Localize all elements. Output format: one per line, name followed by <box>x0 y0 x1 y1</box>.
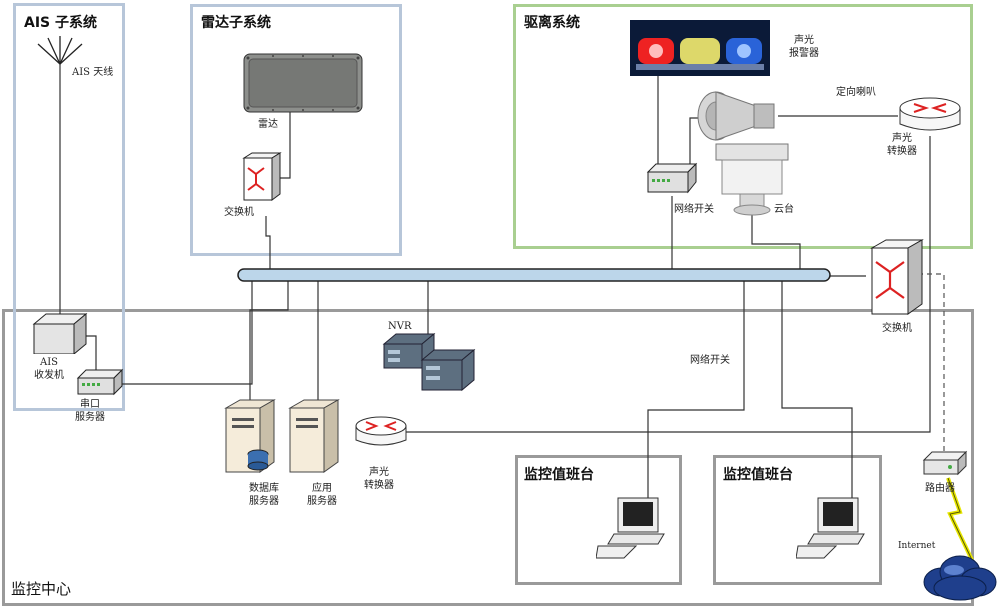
console-1-title: 监控值班台 <box>524 467 594 483</box>
db-server-icon <box>224 399 276 473</box>
internet-cloud-icon <box>923 555 997 601</box>
db-server-label: 数据库 服务器 <box>249 483 279 507</box>
radar-subsystem-title: 雷达子系统 <box>201 15 271 31</box>
workstation-1-icon <box>596 497 665 559</box>
ais-antenna-label: AIS 天线 <box>72 67 114 78</box>
av-converter-top-label: 声光 转换器 <box>887 133 917 157</box>
net-switch-top-label: 网络开关 <box>674 204 714 215</box>
serial-server-label: 串口 服务器 <box>75 399 105 423</box>
directional-horn-label: 定向喇叭 <box>836 87 876 98</box>
radar-switch-label: 交换机 <box>224 207 254 218</box>
main-switch-label: 交换机 <box>882 323 912 334</box>
monitor-center-title: 监控中心 <box>11 580 72 598</box>
main-switch-icon <box>870 239 924 315</box>
ais-subsystem-title: AIS 子系统 <box>24 15 98 31</box>
app-server-icon <box>288 399 340 473</box>
dispersal-system-title: 驱离系统 <box>524 15 580 31</box>
ptz-label: 云台 <box>774 204 794 215</box>
app-server-label: 应用 服务器 <box>307 483 337 507</box>
ais-antenna-icon <box>37 36 83 65</box>
radar-switch-icon <box>242 152 282 201</box>
ais-subsystem-frame <box>13 3 125 411</box>
net-switch-center-label: 网络开关 <box>690 355 730 366</box>
radar-label: 雷达 <box>258 119 278 130</box>
ais-transceiver-icon <box>32 312 88 354</box>
av-converter-center-label: 声光 转换器 <box>364 467 394 491</box>
workstation-2-icon <box>796 497 865 559</box>
nvr-icon <box>382 332 476 392</box>
av-converter-center-icon <box>355 416 407 446</box>
router-label: 路由器 <box>925 483 955 494</box>
audio-alarm-label: 声光 报警器 <box>789 35 819 59</box>
console-1-frame <box>515 455 682 585</box>
directional-horn-icon <box>697 91 775 141</box>
ais-transceiver-label: AIS 收发机 <box>34 357 64 381</box>
radar-subsystem-frame <box>190 4 402 256</box>
net-switch-top-icon <box>646 162 698 194</box>
serial-server-icon <box>76 368 124 396</box>
router-icon <box>922 450 968 476</box>
nvr-label: NVR <box>388 321 412 332</box>
console-2-title: 监控值班台 <box>723 467 793 483</box>
dispersal-system-frame <box>513 4 973 249</box>
console-2-frame <box>713 455 882 585</box>
av-converter-top-icon <box>899 97 961 131</box>
internet-label: Internet <box>898 541 936 551</box>
ptz-camera-icon <box>715 143 789 216</box>
audio-alarm-icon <box>630 20 770 76</box>
monitor-center-frame <box>2 309 974 606</box>
radar-icon <box>243 53 363 113</box>
